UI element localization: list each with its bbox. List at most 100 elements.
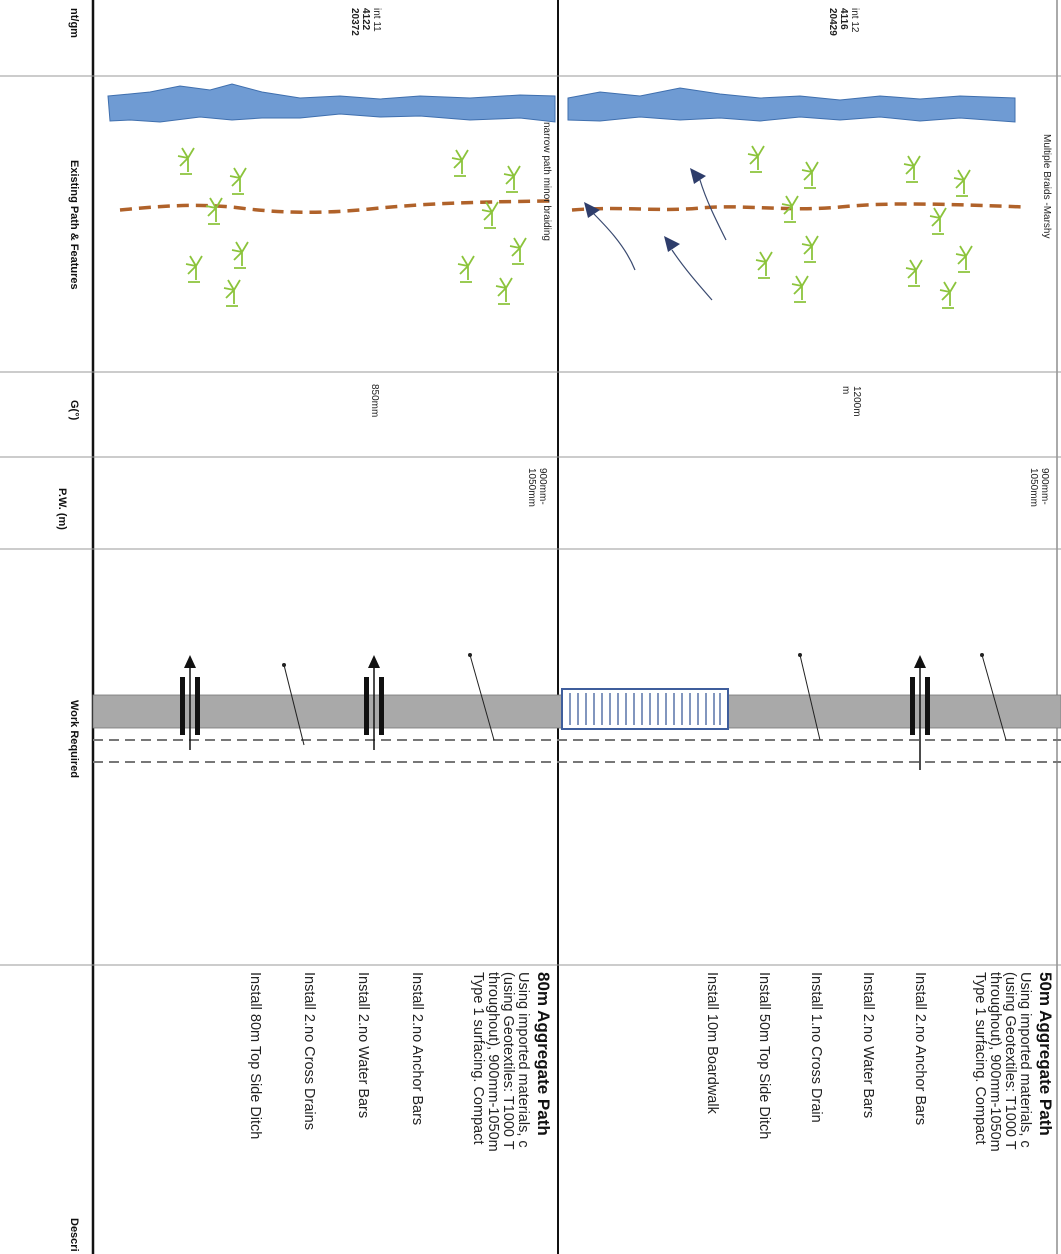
feature-note: Multiple Braids -Marshy: [1041, 134, 1052, 239]
vegetation-group: [747, 145, 973, 309]
vegetation-icon: [509, 237, 527, 265]
path-width-value: 900mm- 1050mm: [526, 468, 548, 507]
vegetation-icon: [903, 155, 921, 183]
header-path-features: Existing Path & Features: [68, 160, 80, 290]
cross-drain-symbol: [910, 655, 930, 770]
stream-line: [671, 249, 713, 301]
water-bar-heads: [282, 653, 984, 667]
gradient-line: 1200m: [851, 386, 862, 417]
description-body: Using imported materials, c (using Geote…: [972, 972, 1033, 1152]
vegetation-icon: [177, 147, 195, 175]
description-body-line: Using imported materials, c: [1017, 972, 1033, 1148]
header-work-required: Work Required: [68, 700, 80, 779]
description-body-line: Using imported materials, c: [515, 972, 531, 1148]
description-body: Using imported materials, c (using Geote…: [470, 972, 531, 1152]
water-body-shape: [567, 87, 1016, 123]
path-width-line: 1050mm: [1028, 468, 1039, 507]
vegetation-icon: [205, 197, 223, 225]
vegetation-icon: [953, 169, 971, 197]
vegetation-icon: [939, 281, 957, 309]
stream-line: [699, 179, 727, 241]
existing-path-line: [571, 202, 1026, 212]
description-item: Install 2.no Water Bars: [860, 972, 876, 1119]
description-body-line: throughout), 900mm-1050m: [485, 972, 501, 1152]
boardwalk-symbol: [561, 688, 729, 730]
vegetation-icon: [801, 161, 819, 189]
point-label: int 11: [371, 8, 382, 32]
path-width-line: 1050mm: [526, 468, 537, 507]
stream-arrowhead-icon: [690, 168, 706, 184]
header-description: Descri: [68, 1218, 80, 1252]
description-body-line: Type 1 surfacing. Compact: [972, 972, 988, 1145]
existing-path-line: [119, 199, 553, 215]
path-width-line: 900mm-: [537, 468, 548, 505]
vegetation-icon: [955, 245, 973, 273]
description-item: Install 80m Top Side Ditch: [247, 972, 263, 1140]
stream-arrowhead-icon: [664, 236, 680, 252]
point-label: int 12: [849, 8, 860, 33]
water-bar-line: [981, 654, 1007, 741]
vegetation-icon: [791, 275, 809, 303]
water-bar-line: [283, 664, 305, 746]
stream-arrowheads: [584, 168, 706, 252]
description-title: 50m Aggregate Path: [1036, 972, 1055, 1136]
path-width-line: 900mm-: [1039, 468, 1050, 505]
easting-value: 4116: [838, 8, 849, 30]
northing-value: 20372: [349, 8, 360, 36]
description-body-line: (using Geotextiles: T1000 T: [500, 972, 516, 1150]
path-width-value: 900mm- 1050mm: [1028, 468, 1050, 507]
water-bar-group: [283, 654, 1007, 746]
vegetation-icon: [231, 241, 249, 269]
description-items: Install 2.no Anchor Bars Install 2.no Wa…: [686, 972, 946, 1152]
description-item: Install 2.no Water Bars: [355, 972, 371, 1119]
vegetation-icon: [503, 165, 521, 193]
gradient-line: m: [840, 386, 851, 395]
header-ref: nt/gm: [68, 8, 80, 38]
vegetation-icon: [781, 195, 799, 223]
cross-drain-symbol: [180, 655, 200, 750]
stream-arrowhead-icon: [584, 202, 600, 218]
description-item: Install 10m Boardwalk: [704, 972, 720, 1114]
northing-value: 20429: [827, 8, 838, 36]
description-item: Install 2.no Cross Drains: [301, 972, 317, 1130]
vegetation-icon: [747, 145, 765, 173]
description-item: Install 50m Top Side Ditch: [756, 972, 772, 1140]
description-int-11: 80m Aggregate Path Using imported materi…: [228, 972, 556, 1152]
vegetation-group: [177, 147, 527, 307]
stream-line: [589, 209, 636, 271]
vegetation-icon: [905, 259, 923, 287]
vegetation-icon: [755, 251, 773, 279]
cross-drain-symbol: [364, 655, 384, 750]
vegetation-icon: [223, 279, 241, 307]
vegetation-icon: [801, 235, 819, 263]
description-body-line: (using Geotextiles: T1000 T: [1002, 972, 1018, 1150]
vegetation-icon: [481, 201, 499, 229]
water-body-shape: [107, 83, 556, 123]
description-int-12: 50m Aggregate Path Using imported materi…: [686, 972, 1058, 1152]
description-body-line: throughout), 900mm-1050m: [987, 972, 1003, 1152]
description-title: 80m Aggregate Path: [534, 972, 553, 1136]
header-path-width: P.W. (m): [56, 488, 68, 530]
vegetation-icon: [929, 207, 947, 235]
vegetation-icon: [495, 277, 513, 305]
water-bar-line: [469, 654, 495, 741]
easting-value: 4122: [360, 8, 371, 31]
vegetation-icon: [185, 255, 203, 283]
description-item: Install 2.no Anchor Bars: [409, 972, 425, 1126]
point-ref-int-11: int 11 4122 20372: [349, 8, 382, 36]
feature-note: narrow path minor braiding: [541, 122, 552, 241]
vegetation-icon: [457, 255, 475, 283]
header-gradient: G(°): [68, 400, 80, 421]
description-item: Install 2.no Anchor Bars: [912, 972, 928, 1126]
point-ref-int-12: int 12 4116 20429: [827, 8, 860, 36]
vegetation-icon: [229, 167, 247, 195]
stream-group: [589, 179, 727, 301]
description-items: Install 2.no Anchor Bars Install 2.no Wa…: [228, 972, 444, 1152]
vegetation-icon: [451, 149, 469, 177]
gradient-value: 1200m m: [840, 386, 862, 417]
gradient-value: 850mm: [369, 384, 380, 418]
water-bar-line: [799, 654, 821, 741]
description-body-line: Type 1 surfacing. Compact: [470, 972, 486, 1145]
